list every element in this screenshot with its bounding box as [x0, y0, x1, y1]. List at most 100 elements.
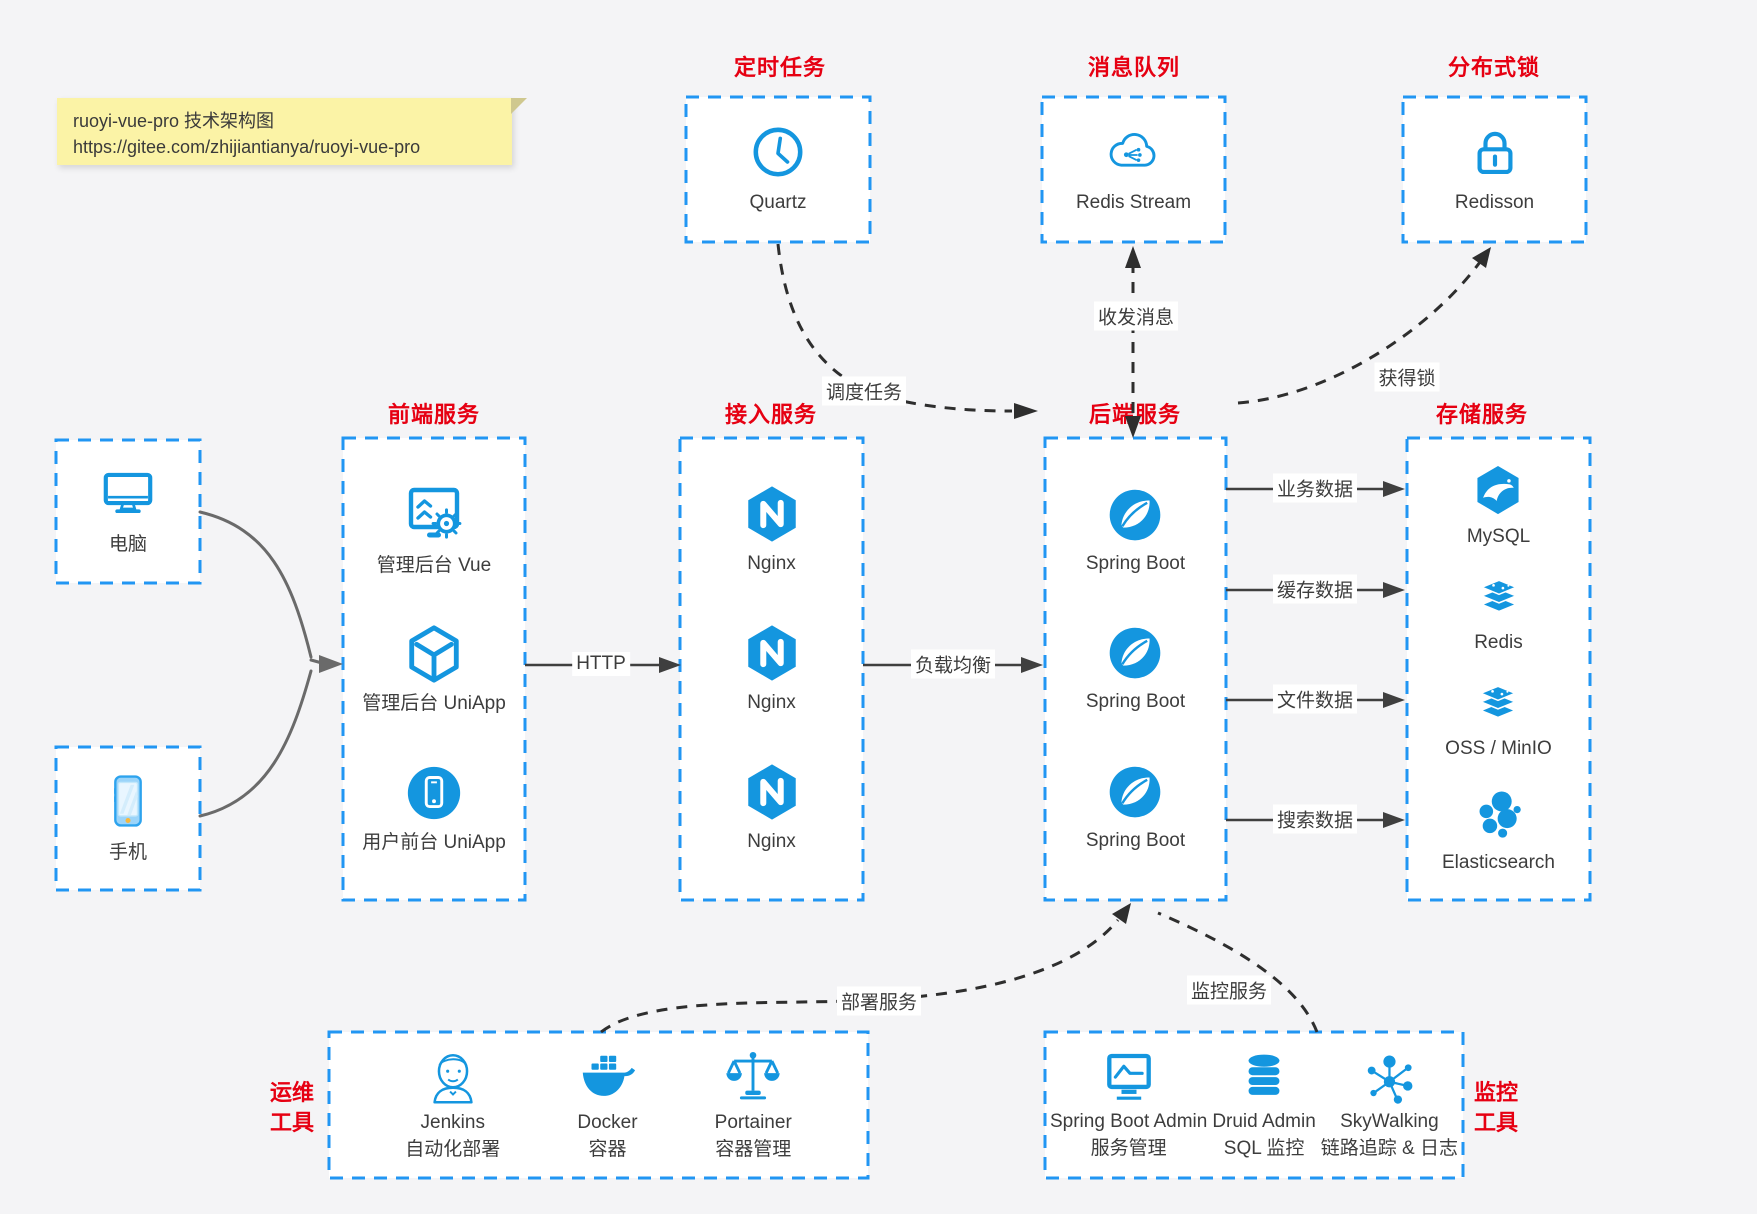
node-user-uniapp: 用户前台 UniApp [362, 762, 506, 856]
redis-icon [1471, 574, 1527, 624]
group-title-storage: 存储服务 [1435, 402, 1528, 427]
monitor-title-line1: 监控 [1473, 1080, 1518, 1105]
node-label: Redisson [1454, 192, 1535, 214]
node-label: Redis [1474, 632, 1523, 654]
node-springboot-1: Spring Boot [1086, 485, 1185, 577]
monitor-chart-icon [1099, 1048, 1159, 1108]
node-springboot-admin: Spring Boot Admin 服务管理 [1050, 1048, 1207, 1161]
portainer-icon [722, 1047, 784, 1109]
nginx-icon [741, 622, 803, 684]
group-title-frontend: 前端服务 [387, 402, 480, 427]
backend-services-box: Spring Boot Spring Boot Spring Boot [1045, 438, 1226, 900]
gateway-services-box: Nginx Nginx Nginx [680, 438, 863, 900]
redisson-box: Redisson [1403, 97, 1586, 242]
cloud-message-icon [1103, 123, 1165, 181]
docker-icon [576, 1047, 638, 1109]
nginx-icon [741, 483, 803, 545]
group-title-backend: 后端服务 [1088, 402, 1181, 427]
node-sublabel: 容器 [588, 1139, 627, 1160]
node-sublabel: 自动化部署 [405, 1139, 501, 1160]
edge-label-monitor: 监控服务 [1186, 975, 1272, 1005]
elasticsearch-icon [1470, 786, 1528, 844]
node-label: MySQL [1466, 526, 1531, 548]
node-sublabel: SQL 监控 [1223, 1138, 1305, 1159]
quartz-box: Quartz [686, 97, 870, 242]
node-label: 手机 [108, 842, 147, 864]
mobile-client-box: 手机 [56, 747, 200, 890]
edge-label-cache-data: 缓存数据 [1272, 574, 1358, 604]
group-title-scheduled-jobs: 定时任务 [733, 55, 826, 80]
node-label: 电脑 [108, 534, 147, 556]
edge-label-business-data: 业务数据 [1272, 473, 1358, 503]
mysql-icon [1470, 462, 1526, 518]
group-title-message-queue: 消息队列 [1087, 55, 1180, 80]
node-oss-minio: OSS / MinIO [1445, 680, 1552, 762]
note-url: https://gitee.com/zhijiantianya/ruoyi-vu… [73, 137, 421, 158]
smartphone-icon [99, 771, 157, 831]
node-admin-vue: 管理后台 Vue [377, 483, 491, 579]
frontend-services-box: 管理后台 Vue 管理后台 UniApp 用户前台 UniApp [343, 438, 525, 900]
spring-boot-icon [1105, 762, 1165, 822]
edge-label-lock: 获得锁 [1374, 362, 1440, 392]
node-nginx-3: Nginx [741, 761, 803, 855]
node-label: Spring Boot [1085, 829, 1186, 851]
node-label: Elasticsearch [1442, 852, 1555, 874]
node-label: Redis Stream [1075, 192, 1192, 214]
edge-label-message: 收发消息 [1093, 301, 1179, 331]
edge-label-http: HTTP [572, 652, 630, 676]
spring-boot-icon [1105, 623, 1165, 683]
node-springboot-2: Spring Boot [1086, 623, 1185, 715]
devops-title-line2: 工具 [269, 1109, 314, 1135]
pc-client-box: 电脑 [56, 440, 200, 583]
note-title: ruoyi-vue-pro 技术架构图 [73, 111, 275, 131]
node-label: Spring Boot Admin [1049, 1111, 1208, 1133]
monitor-title-line2: 工具 [1473, 1109, 1518, 1135]
node-label: Nginx [747, 831, 796, 853]
node-springboot-3: Spring Boot [1086, 762, 1185, 854]
node-label: Quartz [749, 192, 807, 214]
node-label: Jenkins [420, 1112, 485, 1134]
node-label: Nginx [747, 692, 796, 714]
node-jenkins: Jenkins 自动化部署 [405, 1047, 500, 1162]
group-title-distributed-lock: 分布式锁 [1447, 55, 1540, 80]
node-label: 管理后台 Vue [376, 554, 492, 576]
redis-stream-box: Redis Stream [1042, 97, 1225, 242]
node-label: 用户前台 UniApp [362, 831, 506, 853]
mobile-app-icon [403, 762, 465, 824]
node-redis: Redis [1471, 574, 1527, 656]
node-nginx-2: Nginx [741, 622, 803, 716]
node-nginx-1: Nginx [741, 483, 803, 577]
spring-boot-icon [1105, 485, 1165, 545]
node-sublabel: 服务管理 [1090, 1138, 1167, 1159]
node-label: Spring Boot [1085, 552, 1186, 574]
devops-tools-box: Jenkins 自动化部署 Docker 容器 Portainer 容器管理 [329, 1032, 868, 1178]
clock-icon [749, 123, 807, 181]
sticky-note: ruoyi-vue-pro 技术架构图 https://gitee.com/zh… [57, 98, 527, 165]
edge-label-load-balance: 负载均衡 [910, 649, 996, 679]
group-title-monitor-tools: 监控 工具 [1466, 1078, 1526, 1137]
lock-icon [1466, 123, 1524, 181]
edge-label-schedule: 调度任务 [821, 376, 907, 406]
node-sublabel: 链路追踪 & 日志 [1320, 1138, 1459, 1159]
edge-label-deploy: 部署服务 [836, 986, 922, 1016]
desktop-computer-icon [98, 465, 158, 523]
database-icon [1234, 1048, 1294, 1108]
node-label: Spring Boot [1085, 691, 1186, 713]
node-mysql: MySQL [1467, 462, 1530, 550]
admin-dashboard-icon [402, 483, 466, 547]
node-label: 管理后台 UniApp [362, 693, 506, 715]
node-sublabel: 容器管理 [715, 1139, 792, 1160]
jenkins-icon [422, 1047, 484, 1109]
node-druid-admin: Druid Admin SQL 监控 [1212, 1048, 1316, 1161]
node-elasticsearch: Elasticsearch [1442, 786, 1555, 876]
node-label: OSS / MinIO [1445, 738, 1552, 760]
cube-icon [403, 623, 465, 685]
node-docker: Docker 容器 [576, 1047, 638, 1162]
topology-icon [1359, 1048, 1419, 1108]
object-storage-icon [1470, 680, 1526, 730]
node-label: Docker [577, 1112, 638, 1134]
edge-label-file-data: 文件数据 [1272, 684, 1358, 714]
node-admin-uniapp: 管理后台 UniApp [362, 623, 506, 717]
node-label: SkyWalking [1340, 1111, 1439, 1133]
